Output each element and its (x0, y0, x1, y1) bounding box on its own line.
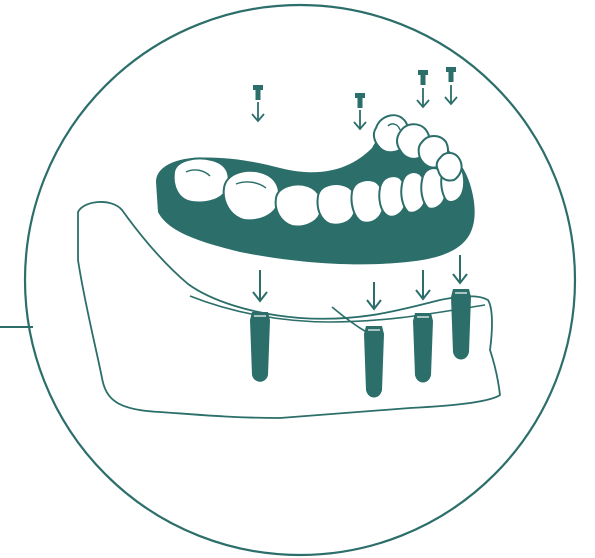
circle-frame (25, 5, 575, 555)
down-arrow-icon (416, 270, 430, 299)
tooth-premolar-2 (318, 184, 356, 225)
screw-icon (355, 93, 365, 108)
tooth-molar-2 (224, 171, 280, 221)
implant-post-icon (413, 313, 433, 383)
down-arrow-icon (445, 85, 457, 104)
implants-group (250, 289, 471, 398)
screw-arrows (252, 85, 457, 129)
screw-icon (446, 67, 456, 82)
implant-post-icon (451, 289, 471, 360)
implant-post-icon (364, 326, 384, 398)
down-arrow-icon (453, 255, 467, 283)
down-arrow-icon (253, 270, 267, 301)
implant-collars (254, 293, 467, 330)
down-arrow-icon (354, 110, 366, 129)
screws-group (253, 67, 456, 108)
down-arrow-icon (252, 102, 264, 121)
screw-icon (253, 85, 263, 100)
tooth-back-4 (437, 153, 462, 181)
implant-post-icon (250, 312, 270, 382)
nerve-line (332, 307, 368, 333)
down-arrow-icon (367, 282, 381, 309)
down-arrow-icon (417, 88, 429, 107)
screw-icon (418, 70, 428, 85)
tooth-premolar-1 (276, 185, 322, 227)
tooth-molar-1 (174, 159, 229, 203)
